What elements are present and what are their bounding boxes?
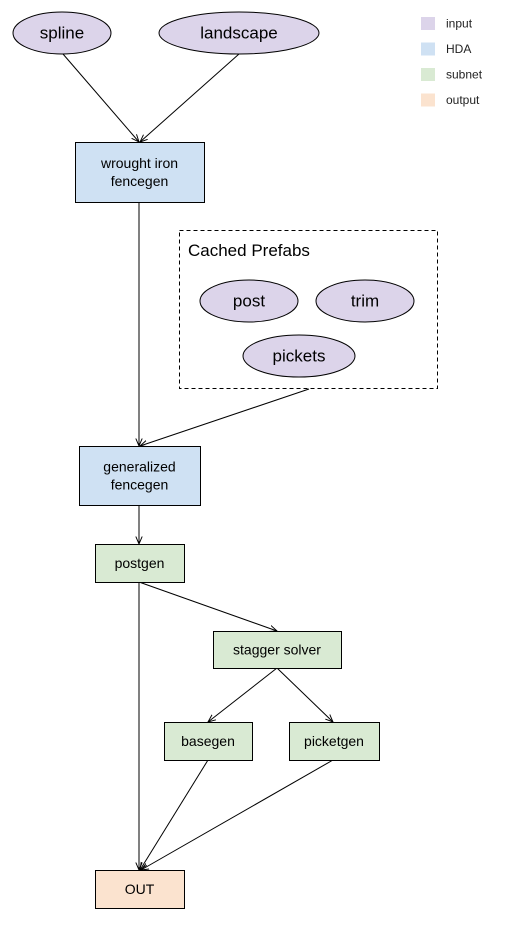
node-wrought-iron-fencegen-label: fencegen [111,173,169,189]
cached-prefabs-title: Cached Prefabs [188,241,310,260]
cached-prefabs-border [179,230,438,389]
edge-cached-prefabs-to-generalized-fencegen [140,388,310,446]
legend-swatch [421,93,435,107]
legend-label: input [446,17,473,31]
node-stagger-solver-label: stagger solver [233,642,321,658]
node-wrought-iron-fencegen[interactable]: wrought iron fencegen [75,142,205,203]
edges-layer [62,53,334,870]
node-generalized-fencegen-label: generalized [103,458,175,474]
node-pickets-label: pickets [273,347,326,366]
node-stagger-solver[interactable]: stagger solver [213,631,342,669]
legend-label: HDA [446,42,471,56]
node-post-shape [199,279,299,323]
edge-spline-to-wrought-iron-fencegen [62,53,139,142]
edge-picketgen-to-out [141,759,334,870]
node-landscape[interactable]: landscape [158,11,320,55]
node-spline-shape [12,11,112,55]
node-stagger-solver-shape [213,631,342,669]
node-landscape-label: landscape [200,24,278,43]
node-postgen-shape [95,544,185,583]
node-picketgen-shape [289,722,380,761]
edge-postgen-to-stagger-solver [138,581,277,631]
node-basegen-shape [164,722,253,761]
node-generalized-fencegen-shape [79,446,201,506]
node-out[interactable]: OUT [95,870,185,909]
node-basegen-label: basegen [181,733,235,749]
legend-label: subnet [446,68,483,82]
node-wrought-iron-fencegen-label: wrought iron [100,155,178,171]
node-basegen[interactable]: basegen [164,722,253,761]
node-wrought-iron-fencegen-shape [75,142,205,203]
edge-basegen-to-out [140,759,209,870]
legend-swatch [421,42,435,56]
node-trim-shape [315,279,415,323]
legend-item-output: output [421,93,480,107]
node-pickets-shape [242,334,356,378]
legend-item-subnet: subnet [421,68,483,82]
node-spline-label: spline [40,24,84,43]
node-out-label: OUT [125,881,155,897]
edge-stagger-solver-to-basegen [208,667,278,722]
edge-stagger-solver-to-picketgen [276,667,333,722]
node-trim[interactable]: trim [315,279,415,323]
nodes-layer: spline landscape wrought iron fencegen post t… [12,11,415,909]
edge-landscape-to-wrought-iron-fencegen [140,53,240,142]
node-trim-label: trim [351,292,379,311]
node-landscape-shape [158,11,320,55]
node-picketgen[interactable]: picketgen [289,722,380,761]
node-pickets[interactable]: pickets [242,334,356,378]
node-post[interactable]: post [199,279,299,323]
cached-prefabs-group: Cached Prefabs [179,230,438,389]
legend-label: output [446,93,480,107]
legend-swatch [421,68,435,81]
node-postgen-label: postgen [115,555,165,571]
node-generalized-fencegen-label: fencegen [111,477,169,493]
legend-item-input: input [421,17,473,31]
node-postgen[interactable]: postgen [95,544,185,583]
node-post-label: post [233,292,265,311]
legend-item-hda: HDA [421,42,471,56]
node-spline[interactable]: spline [12,11,112,55]
node-generalized-fencegen[interactable]: generalized fencegen [79,446,201,506]
node-picketgen-label: picketgen [304,733,364,749]
legend-swatch [421,17,435,30]
node-out-shape [95,870,185,909]
